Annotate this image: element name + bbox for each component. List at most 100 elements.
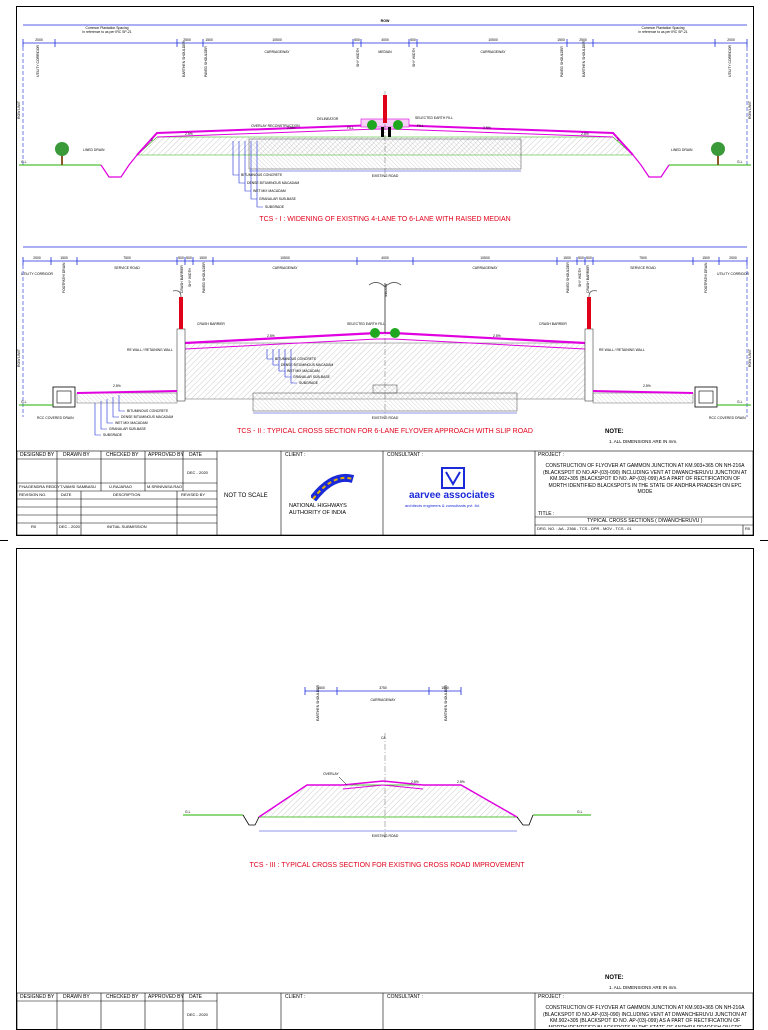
- svg-text:CRASH BARRIER: CRASH BARRIER: [539, 322, 567, 326]
- svg-text:BITUMINOUS CONCRETE: BITUMINOUS CONCRETE: [127, 409, 169, 413]
- checked-by-label: CHECKED BY: [106, 452, 139, 458]
- date-value: DEC - 2020: [187, 1012, 208, 1017]
- revision-code: R0: [745, 526, 751, 531]
- svg-text:500: 500: [178, 256, 184, 260]
- svg-text:RE WALL / RETAINING WALL: RE WALL / RETAINING WALL: [127, 348, 173, 352]
- consultant-subtitle: architects engineers & consultants pvt. …: [405, 503, 480, 508]
- svg-text:BITUMINOUS CONCRETE: BITUMINOUS CONCRETE: [275, 357, 317, 361]
- aarvee-logo: [441, 467, 465, 489]
- tcs1-title: TCS - I : WIDENING OF EXISTING 4-LANE TO…: [259, 216, 510, 223]
- drawn-by-label: DRAWN BY: [63, 994, 90, 1000]
- svg-text:Common Plantation Spacing: Common Plantation Spacing: [86, 26, 129, 30]
- crop-mark: [0, 540, 8, 541]
- title-block: [17, 450, 753, 535]
- svg-text:FILL: FILL: [417, 124, 424, 128]
- tree-icon: [55, 142, 69, 165]
- designed-by-label: DESIGNED BY: [20, 994, 55, 1000]
- checked-by-label: CHECKED BY: [106, 994, 139, 1000]
- svg-text:GRANULAR SUB-BASE: GRANULAR SUB-BASE: [109, 427, 147, 431]
- client-label: CLIENT :: [285, 994, 306, 1000]
- consultant-name: aarvee associates: [409, 490, 495, 501]
- svg-text:PAVED SHOULDER: PAVED SHOULDER: [202, 262, 206, 293]
- note-title: NOTE:: [605, 975, 624, 981]
- svg-text:SUBGRADE: SUBGRADE: [265, 205, 285, 209]
- svg-text:2000: 2000: [33, 256, 41, 260]
- svg-text:ROW: ROW: [381, 19, 390, 23]
- svg-text:Common Plantation Spacing: Common Plantation Spacing: [642, 26, 685, 30]
- svg-text:EXISTING ROAD: EXISTING ROAD: [372, 834, 399, 838]
- svg-text:EARTHEN SHOULDER: EARTHEN SHOULDER: [582, 41, 586, 77]
- svg-text:2000: 2000: [729, 256, 737, 260]
- svg-text:ROW LIMIT: ROW LIMIT: [17, 101, 21, 119]
- svg-text:500: 500: [186, 256, 192, 260]
- svg-text:PAVED SHOULDER: PAVED SHOULDER: [560, 46, 564, 77]
- approved-by-label: APPROVED BY: [148, 994, 184, 1000]
- svg-text:DENSE BITUMINOUS MACADAM: DENSE BITUMINOUS MACADAM: [247, 181, 299, 185]
- designer-name: P.NAGENDRA REDDY: [19, 484, 60, 489]
- svg-text:2.5%: 2.5%: [287, 126, 295, 130]
- svg-text:CRASH BARRIER: CRASH BARRIER: [180, 265, 184, 293]
- note-text: 1. ALL DIMENSIONS ARE IN mm.: [609, 439, 677, 444]
- row-dimension-tcs1: ROW Common Plantation Spacing in referen…: [23, 19, 747, 34]
- svg-text:G.L: G.L: [577, 810, 583, 814]
- section-tcs1: EXISTING ROAD DELINEATOR OVERLAY RECONST…: [19, 91, 751, 178]
- cross-section-drawing-3: 1500 3750 1500 CARRIAGEWAY EARTHEN SHOUL…: [17, 685, 753, 1029]
- street-light-icon: [368, 282, 402, 333]
- svg-text:UTILITY CORRIDOR: UTILITY CORRIDOR: [36, 44, 40, 77]
- svg-text:G.L: G.L: [21, 160, 27, 164]
- svg-text:10500: 10500: [488, 38, 498, 42]
- svg-text:EXISTING ROAD: EXISTING ROAD: [372, 416, 399, 420]
- project-label: PROJECT :: [538, 994, 565, 1000]
- svg-text:FOOTPATH/ DRAIN: FOOTPATH/ DRAIN: [62, 262, 66, 293]
- svg-text:WET MIX MACADAM: WET MIX MACADAM: [287, 369, 320, 373]
- crop-mark: [760, 540, 768, 541]
- svg-text:500: 500: [586, 256, 592, 260]
- approved-by-label: APPROVED BY: [148, 452, 184, 458]
- layer-callouts-tcs2-service: BITUMINOUS CONCRETE DENSE BITUMINOUS MAC…: [94, 395, 173, 437]
- date-label: DATE: [189, 452, 202, 458]
- drawing-sheet-1: ROW Common Plantation Spacing in referen…: [16, 6, 754, 536]
- svg-text:PAVED SHOULDER: PAVED SHOULDER: [204, 46, 208, 77]
- svg-text:1500: 1500: [702, 256, 710, 260]
- svg-text:MEDIAN: MEDIAN: [378, 50, 392, 54]
- svg-text:CRASH BARRIER: CRASH BARRIER: [197, 322, 225, 326]
- svg-text:EARTHEN SHOULDER: EARTHEN SHOULDER: [444, 685, 448, 721]
- svg-text:RE WALL / RETAINING WALL: RE WALL / RETAINING WALL: [599, 348, 645, 352]
- consultant-label: CONSULTANT :: [387, 452, 423, 458]
- svg-text:ROW LIMIT: ROW LIMIT: [748, 349, 752, 367]
- project-label: PROJECT :: [538, 452, 565, 458]
- svg-text:WET MIX MACADAM: WET MIX MACADAM: [115, 421, 148, 425]
- description-label: DESCRIPTION: [113, 492, 141, 497]
- svg-text:2.5%: 2.5%: [581, 132, 589, 136]
- svg-text:1500: 1500: [199, 256, 207, 260]
- svg-text:SUBGRADE: SUBGRADE: [103, 433, 123, 437]
- section-tcs3: C/L EXISTING ROAD OVERLAY 2.5% 2.5% G.L …: [183, 733, 591, 839]
- svg-text:1500: 1500: [557, 38, 565, 42]
- svg-text:7500: 7500: [123, 256, 131, 260]
- svg-text:LINED DRAIN: LINED DRAIN: [671, 148, 693, 152]
- svg-text:EARTHEN SHOULDER: EARTHEN SHOULDER: [182, 41, 186, 77]
- svg-text:2.5%: 2.5%: [411, 780, 419, 784]
- svg-text:G.L: G.L: [185, 810, 191, 814]
- svg-text:10500: 10500: [480, 256, 490, 260]
- svg-text:2.5%: 2.5%: [457, 780, 465, 784]
- svg-text:4000: 4000: [381, 256, 389, 260]
- svg-text:G.L: G.L: [737, 160, 743, 164]
- svg-text:GRANULAR SUB-BASE: GRANULAR SUB-BASE: [259, 197, 297, 201]
- drawing-number: DRG. NO. : AA - 2366 - TCS - DPR - MOV -…: [537, 526, 632, 531]
- svg-text:C/L: C/L: [381, 736, 386, 740]
- cross-section-drawing-1: ROW Common Plantation Spacing in referen…: [17, 19, 753, 535]
- svg-text:CARRIAGEWAY: CARRIAGEWAY: [264, 50, 290, 54]
- designed-by-label: DESIGNED BY: [20, 452, 55, 458]
- svg-text:G.L: G.L: [737, 400, 743, 404]
- svg-text:2500: 2500: [579, 38, 587, 42]
- svg-text:500: 500: [354, 38, 360, 42]
- svg-text:in reference to as per IRC SP-: in reference to as per IRC SP-21: [638, 30, 687, 34]
- svg-text:GRANULAR SUB-BASE: GRANULAR SUB-BASE: [293, 375, 331, 379]
- dimension-row-tcs1: 2000 2500 1500 10500 500 4000 500 10500 …: [22, 38, 748, 77]
- svg-text:RCC COVERED DRAIN: RCC COVERED DRAIN: [37, 416, 74, 420]
- row-limit-lines: ROW LIMIT ROW LIMIT: [17, 47, 752, 167]
- layer-callouts-tcs2-main: BITUMINOUS CONCRETE DENSE BITUMINOUS MAC…: [266, 349, 333, 385]
- svg-text:10500: 10500: [272, 38, 282, 42]
- svg-text:2.5%: 2.5%: [113, 384, 121, 388]
